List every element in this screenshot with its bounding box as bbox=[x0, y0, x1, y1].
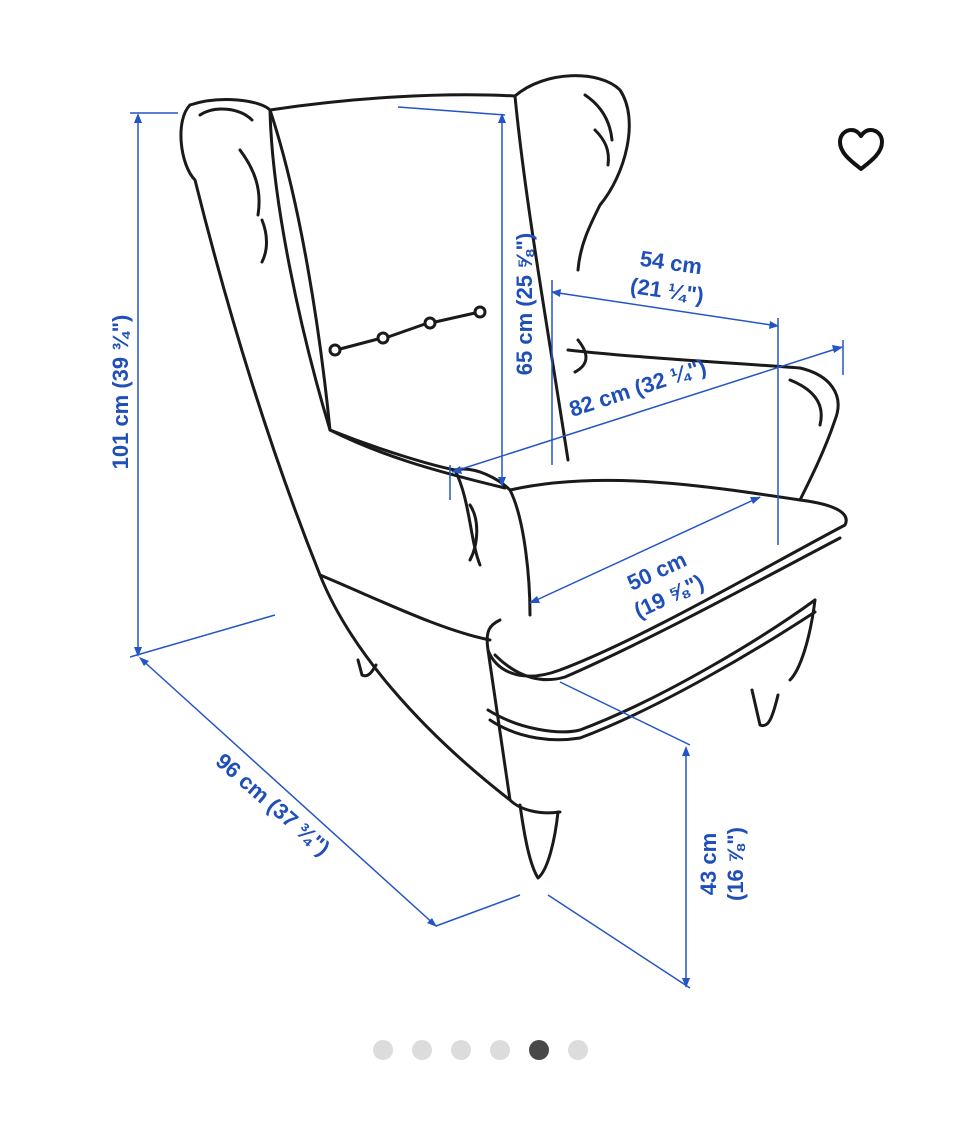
carousel-dot-1[interactable] bbox=[372, 1040, 393, 1060]
carousel-pagination bbox=[0, 1036, 960, 1064]
carousel-dot-2[interactable] bbox=[411, 1040, 432, 1060]
dimension-total-height: 101 cm (39 ¾") bbox=[108, 315, 133, 470]
dimension-arrowheads bbox=[134, 113, 843, 988]
dimension-lines bbox=[129, 106, 844, 989]
dimension-seat-height-cm: 43 cm bbox=[696, 833, 721, 895]
carousel-dot-5-active[interactable] bbox=[528, 1040, 549, 1060]
dimension-seat-height-in: (16 ⅞") bbox=[723, 827, 748, 901]
carousel-dot-3[interactable] bbox=[450, 1040, 471, 1060]
carousel-dot-4[interactable] bbox=[489, 1040, 510, 1060]
dimension-seat-width-cm: 54 cm bbox=[638, 246, 703, 279]
armchair-drawing bbox=[179, 74, 848, 880]
dimension-total-depth: 96 cm (37 ¾") bbox=[211, 748, 335, 860]
dimension-total-width: 82 cm (32 ¼") bbox=[566, 354, 709, 422]
heart-outline-icon bbox=[838, 128, 884, 171]
favorite-button[interactable] bbox=[835, 125, 887, 175]
dimension-back-height: 65 cm (25 ⅝") bbox=[512, 233, 537, 376]
carousel-dot-6[interactable] bbox=[567, 1040, 588, 1060]
